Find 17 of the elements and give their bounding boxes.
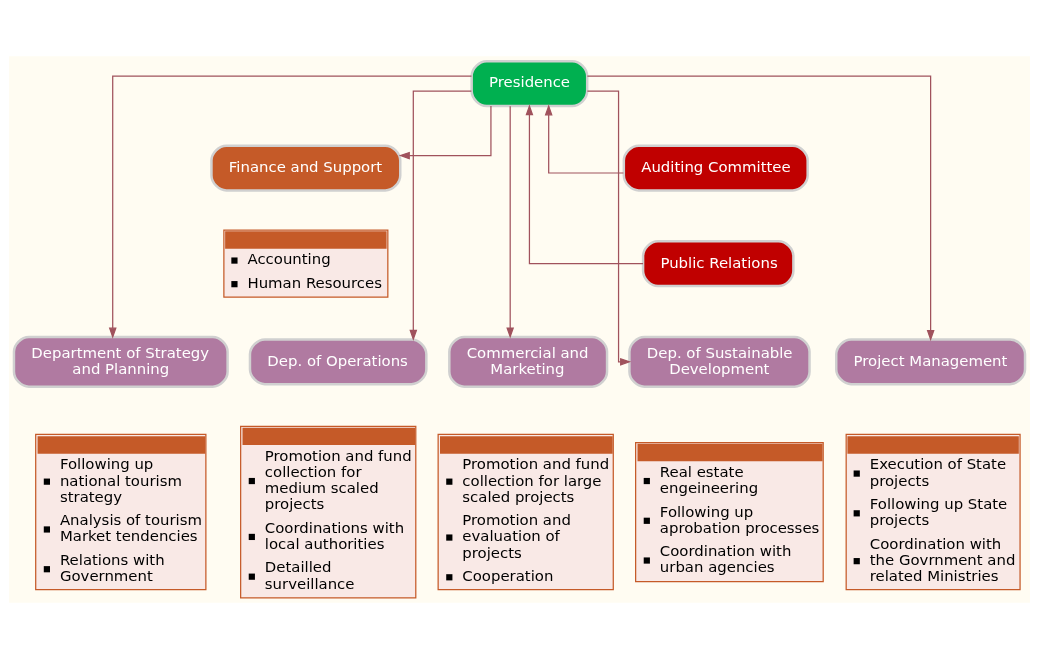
- node-box: Project Management: [834, 338, 1026, 386]
- node-box: Finance and Support: [209, 144, 401, 192]
- arrow: [408, 90, 472, 342]
- arrow: [398, 105, 492, 160]
- node-box: Dep. of Operations: [248, 338, 428, 386]
- node-box: Auditing Committee: [622, 144, 809, 192]
- node-box: Presidence: [469, 59, 588, 108]
- arrow: [544, 104, 624, 174]
- arrow: [586, 90, 631, 366]
- arrow: [525, 104, 644, 265]
- node-box: Public Relations: [641, 240, 795, 288]
- arrow: [108, 75, 472, 339]
- arrow: [586, 75, 935, 342]
- arrow: [505, 105, 514, 339]
- node-box: Department of Strategy and Planning: [12, 335, 229, 388]
- node-box: Dep. of Sustainable Development: [627, 335, 811, 388]
- node-box: Commercial and Marketing: [447, 335, 608, 388]
